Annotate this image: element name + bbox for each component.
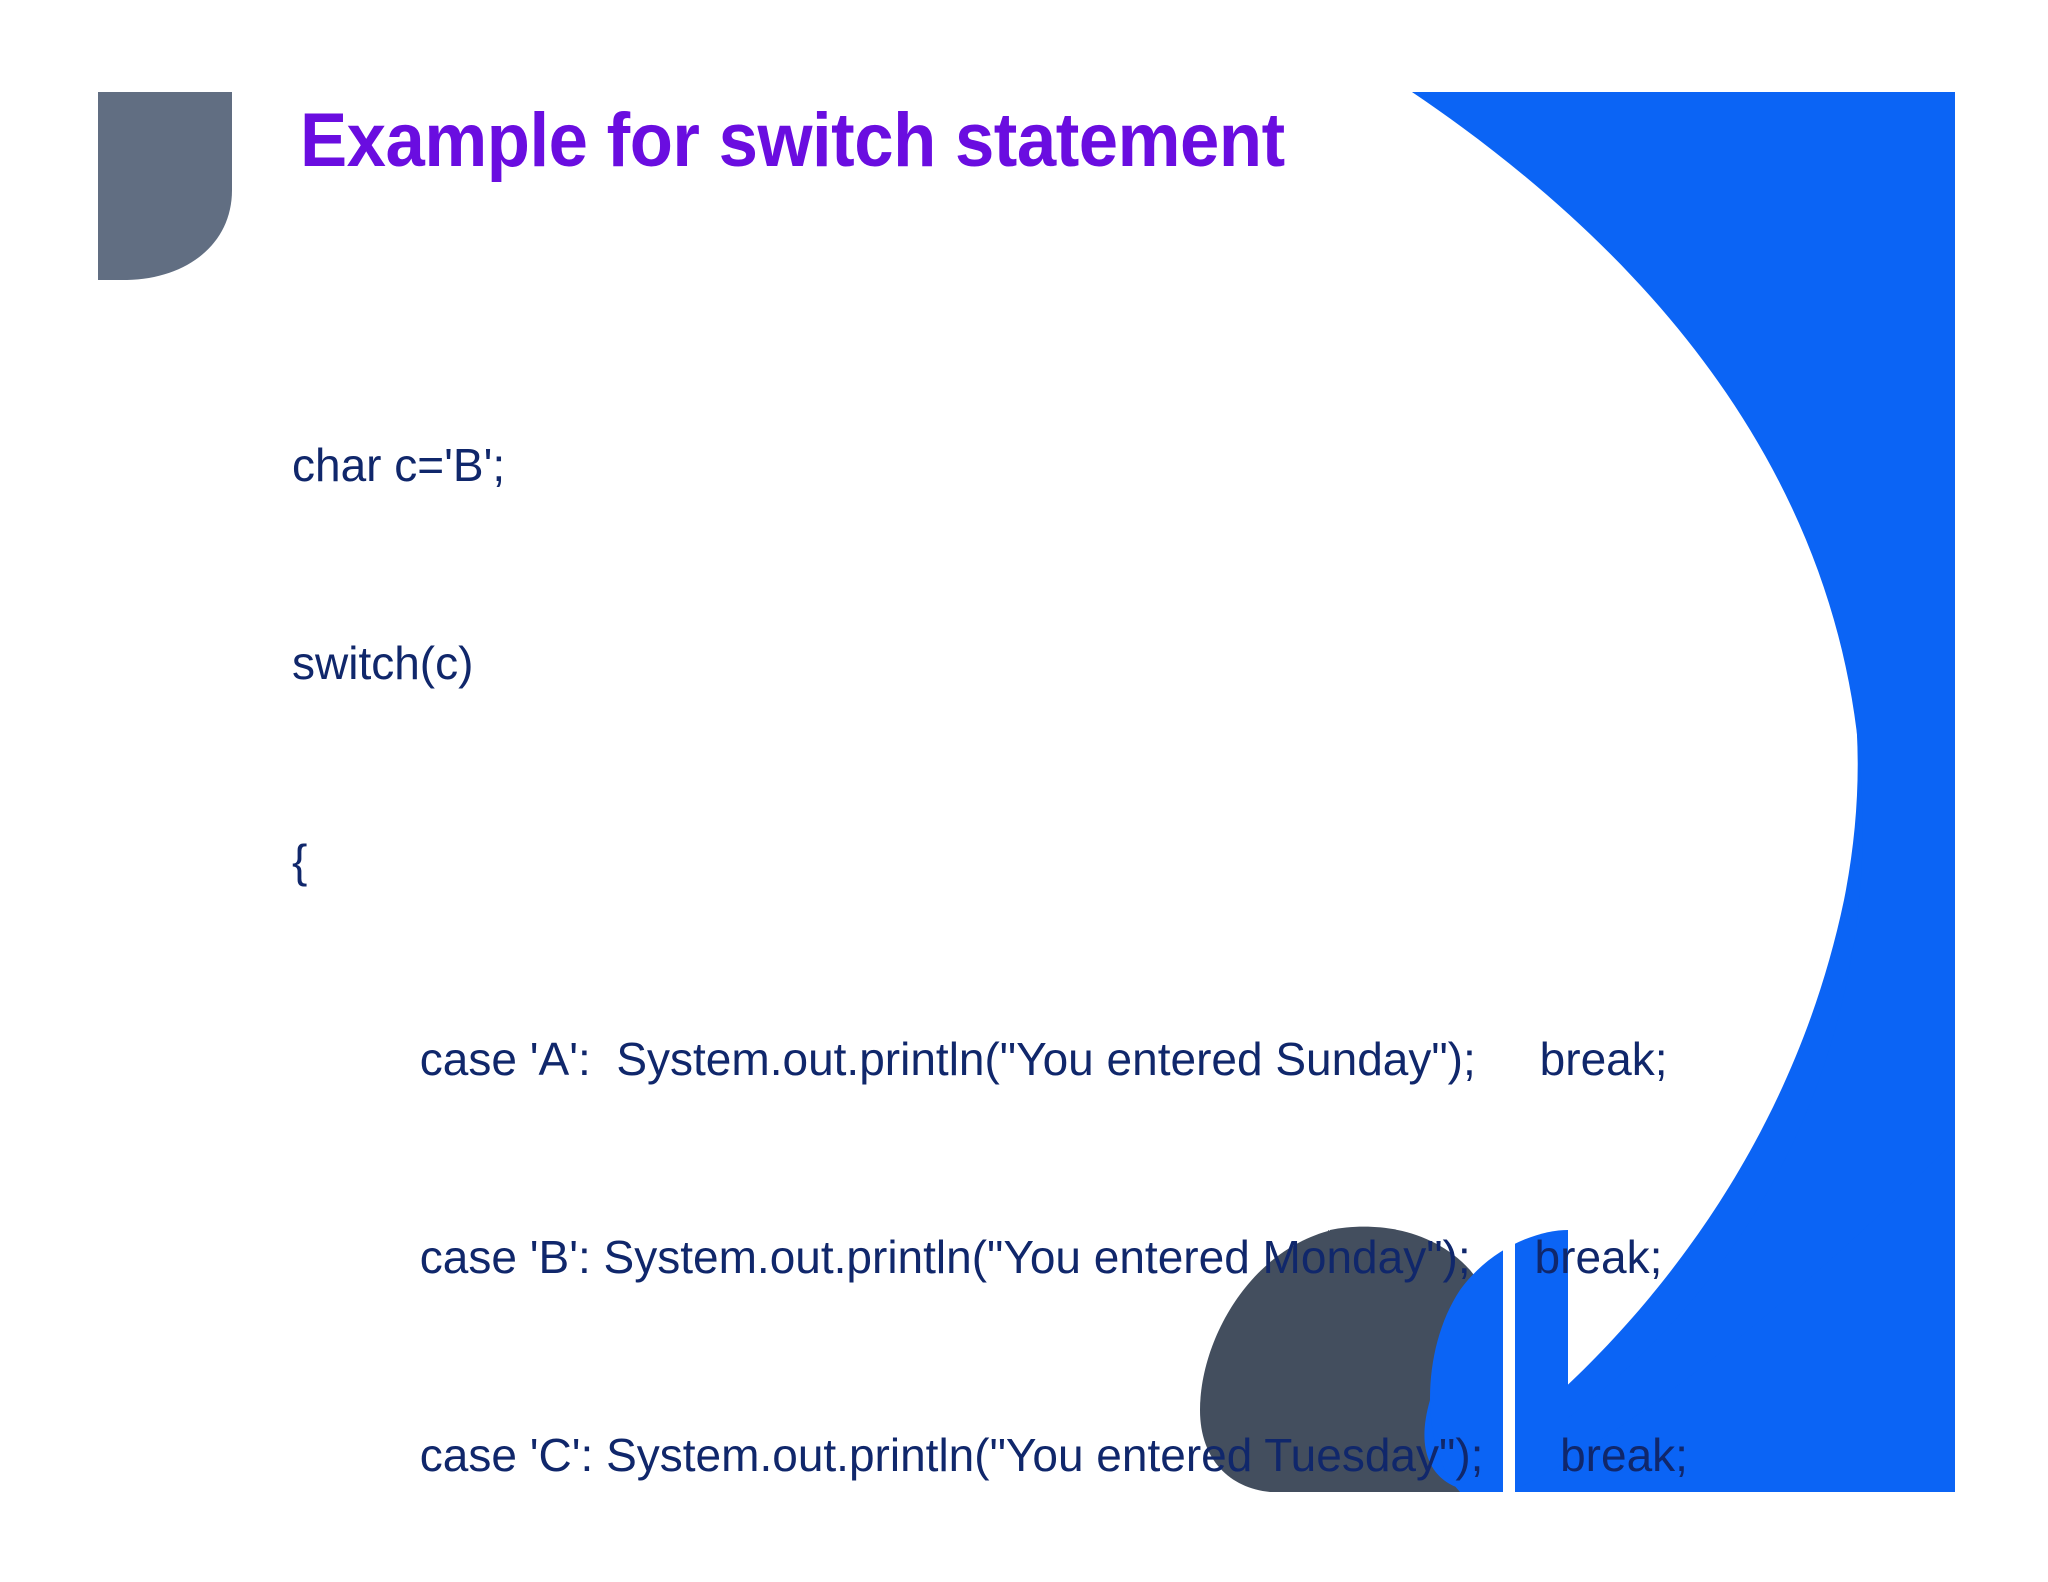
code-line: case 'B': System.out.println("You entere… <box>292 1231 1663 1283</box>
code-line: char c='B'; <box>292 439 506 491</box>
code-line: case 'A': System.out.println("You entere… <box>292 1033 1668 1085</box>
code-line: switch(c) <box>292 637 474 689</box>
code-line: case 'C': System.out.println("You entere… <box>292 1429 1688 1481</box>
page-title: Example for switch statement <box>300 98 1285 183</box>
top-left-petal-icon <box>98 92 232 278</box>
top-left-petal-curve-icon <box>98 92 232 280</box>
code-line: { <box>292 835 308 887</box>
code-listing: char c='B'; switch(c) { case 'A': System… <box>292 300 1714 1582</box>
